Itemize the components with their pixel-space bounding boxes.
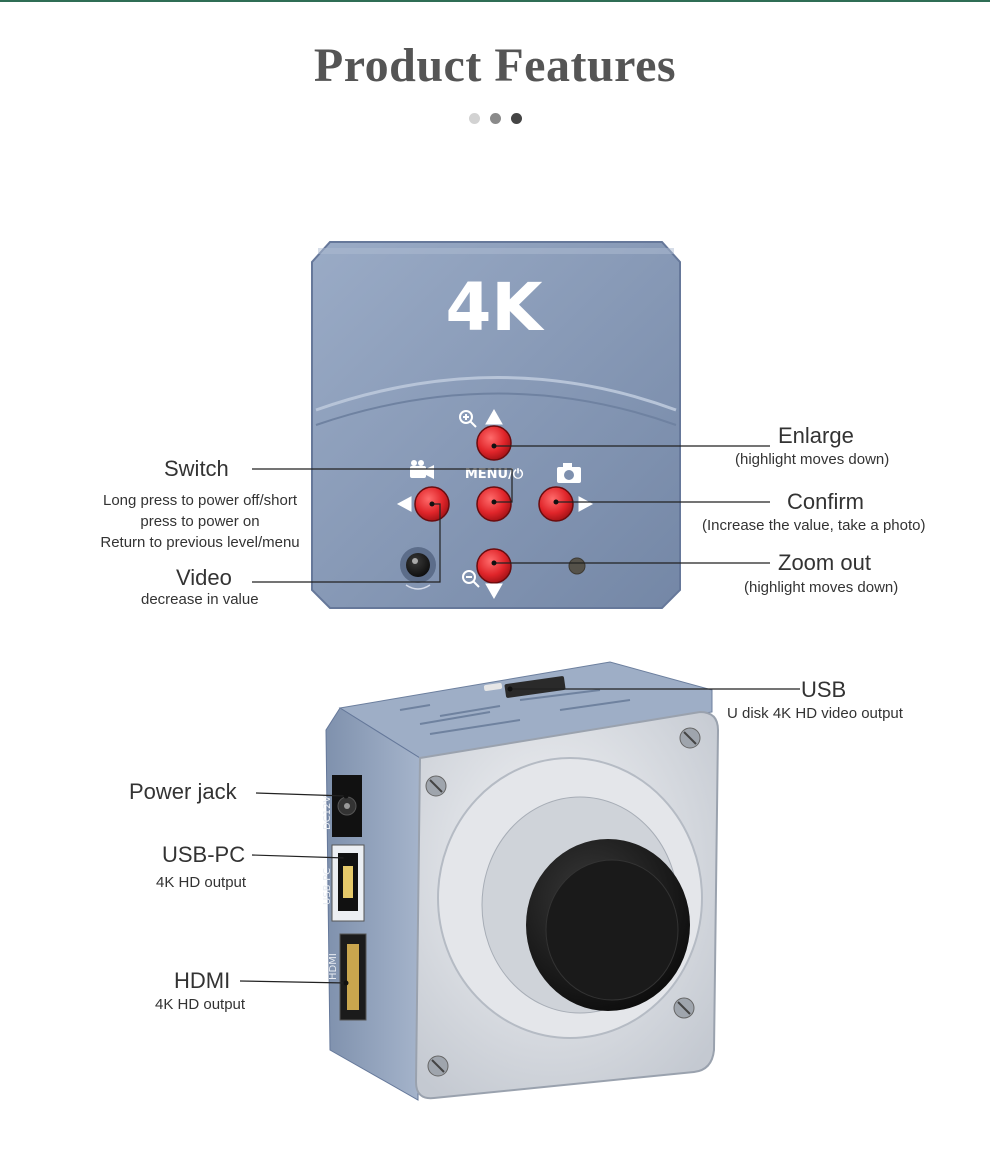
zoom-in-button[interactable] [476, 425, 512, 461]
pager-dot [510, 113, 522, 124]
button-icons [396, 408, 594, 600]
leader-dots-bottom [343, 686, 513, 986]
leader-lines-bottom [239, 688, 800, 984]
video-description: decrease in value [141, 591, 259, 608]
pager-dot [489, 113, 501, 124]
switch-line: Long press to power off/short [102, 492, 297, 509]
power-jack-title: Power jack [129, 779, 237, 804]
video-title: Video [176, 565, 232, 590]
right-arrow-icon [578, 496, 594, 512]
enlarge-description: (highlight moves down) [735, 451, 890, 468]
port-label-dc: DC12V [322, 796, 333, 830]
up-arrow-icon [485, 408, 503, 425]
leader-dots-top [429, 443, 559, 566]
ir-sensor [406, 553, 430, 577]
page-title: Product Features [313, 39, 677, 92]
usb-disk-slot [504, 676, 566, 698]
leader-lines-top [252, 445, 770, 583]
zoom-out-button[interactable] [476, 548, 512, 584]
zoom-out-description: (highlight moves down) [744, 579, 899, 596]
enlarge-title: Enlarge [778, 423, 854, 448]
zoom-out-title: Zoom out [778, 550, 871, 575]
side-ports: DC12V USB-PC HDMI [322, 775, 367, 1021]
camera-photo-icon [557, 463, 581, 483]
usb-title: USB [801, 677, 847, 702]
camera-back-panel [311, 241, 681, 609]
port-label-hdmi: HDMI [328, 953, 339, 980]
menu-label: MENU/⏻ [465, 467, 524, 482]
usb-description: U disk 4K HD video output [727, 705, 903, 722]
left-arrow-icon [396, 496, 412, 512]
switch-description: Long press to power off/short press to p… [86, 490, 314, 553]
pager-dot [468, 113, 480, 124]
status-led [568, 557, 586, 575]
front-frame [414, 710, 720, 1100]
magnify-minus-icon [462, 570, 480, 588]
switch-line: press to power on [140, 513, 260, 530]
port-label-usb: USB-PC [322, 868, 333, 905]
confirm-title: Confirm [787, 489, 865, 514]
4k-badge: 4K [445, 269, 545, 346]
switch-line: Return to previous level/menu [100, 534, 300, 551]
usb-pc-description: 4K HD output [156, 874, 247, 891]
pager-dots [0, 111, 990, 129]
signal-icon [405, 584, 431, 590]
switch-title: Switch [164, 456, 229, 481]
confirm-description: (Increase the value, take a photo) [702, 517, 926, 534]
top-accent-line [0, 0, 990, 2]
hdmi-description: 4K HD output [155, 996, 246, 1013]
magnify-plus-icon [459, 410, 477, 428]
down-arrow-icon [485, 583, 503, 600]
hdmi-title: HDMI [174, 968, 231, 993]
usb-pc-title: USB-PC [162, 842, 246, 867]
